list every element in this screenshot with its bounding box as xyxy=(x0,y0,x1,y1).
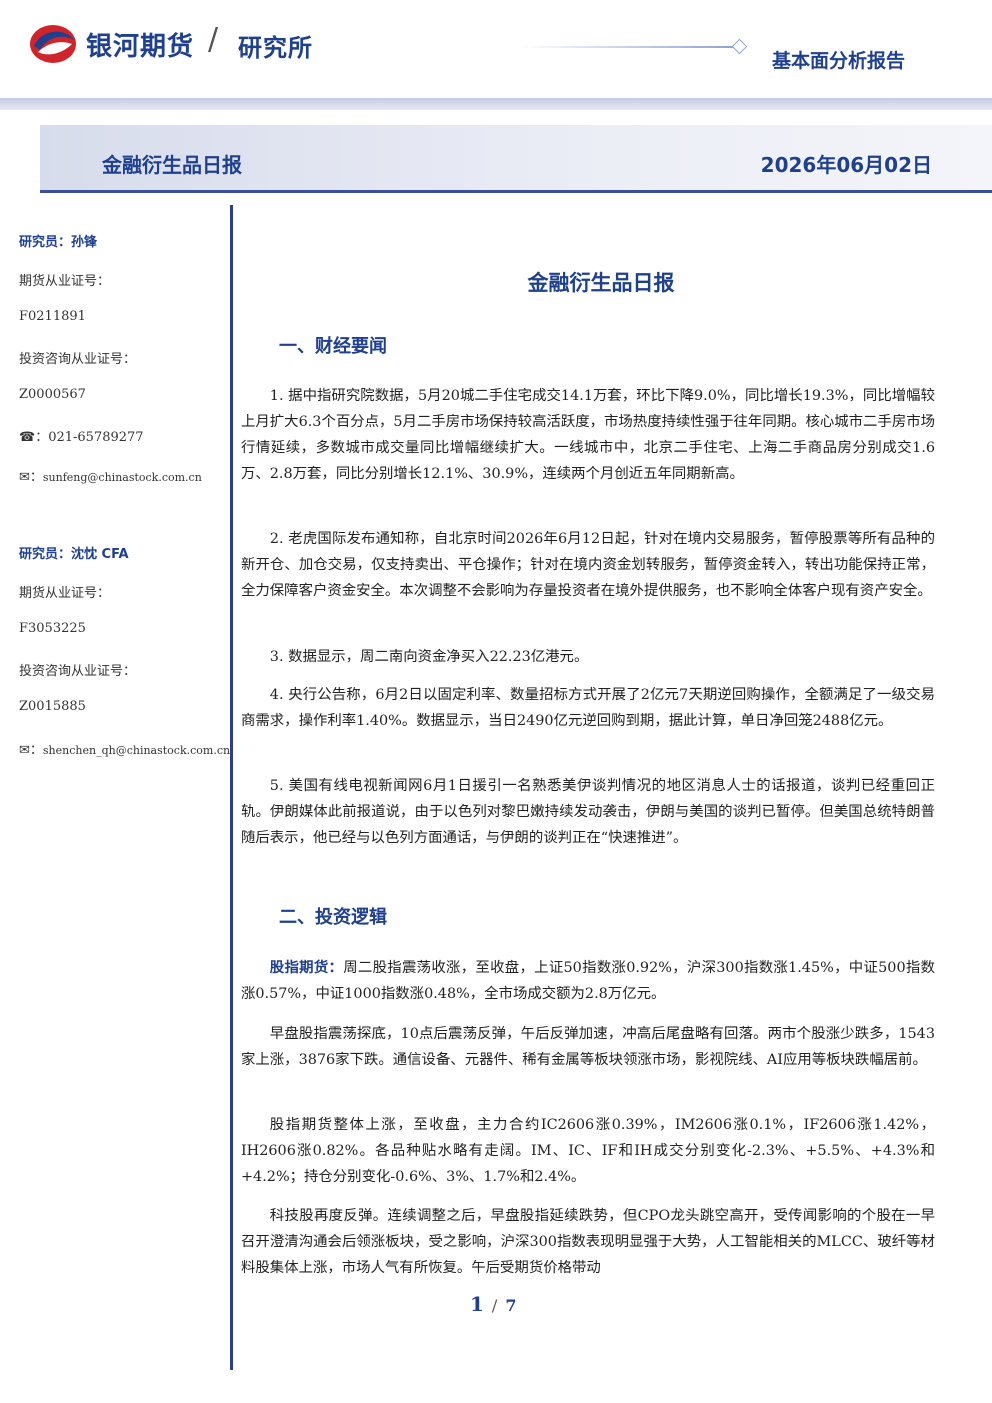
diamond-icon xyxy=(731,38,748,55)
mail-icon: ✉： xyxy=(19,470,43,485)
phone-line: ☎：021-65789277 xyxy=(19,426,144,445)
news-paragraph: 3. 数据显示，周二南向资金净买入22.23亿港元。 xyxy=(269,649,589,665)
advisory-cert-number: Z0015885 xyxy=(19,699,86,714)
advisory-cert-label: 投资咨询从业证号： xyxy=(19,664,137,679)
futures-cert-number: F0211891 xyxy=(19,309,86,324)
report-date: 2026年06月02日 xyxy=(760,153,932,177)
logic-paragraph: 股指期货：周二股指震荡收涨，至收盘，上证50指数涨0.92%，沪深300指数涨1… xyxy=(241,955,935,1007)
logic-paragraph: 股指期货整体上涨，至收盘，主力合约IC2606涨0.39%，IM2606涨0.1… xyxy=(241,1117,935,1185)
researcher-sidebar: 研究员：孙锋 期货从业证号： F0211891 投资咨询从业证号： Z00005… xyxy=(0,205,230,1365)
futures-cert-number: F3053225 xyxy=(19,621,86,636)
news-paragraph: 2. 老虎国际发布通知称，自北京时间2026年6月12日起，针对在境内交易服务，… xyxy=(241,531,935,599)
email-line: ✉：shenchen_qh@chinastock.com.cn xyxy=(19,739,230,758)
brand-subtitle: 研究所 xyxy=(238,34,313,62)
logic-paragraph: 早盘股指震荡探底，10点后震荡反弹，午后反弹加速，冲高后尾盘略有回落。两市个股涨… xyxy=(241,1026,935,1068)
futures-cert-label: 期货从业证号： xyxy=(19,586,111,601)
report-title: 金融衍生品日报 xyxy=(102,153,242,177)
document-title: 金融衍生品日报 xyxy=(527,271,675,295)
advisory-cert-number: Z0000567 xyxy=(19,387,86,402)
phone-icon: ☎： xyxy=(19,430,49,445)
logic-paragraph: 科技股再度反弹。连续调整之后，早盘股指延续跌势，但CPO龙头跳空高开，受传闻影响… xyxy=(241,1208,935,1276)
mail-icon: ✉： xyxy=(19,743,43,758)
news-paragraph: 1. 据中指研究院数据，5月20城二手住宅成交14.1万套，环比下降9.0%，同… xyxy=(241,388,936,482)
total-pages: 7 xyxy=(505,1296,517,1315)
section-heading: 一、财经要闻 xyxy=(279,336,387,357)
paragraph-lead: 股指期货： xyxy=(269,960,344,976)
title-bar: 金融衍生品日报 2026年06月02日 xyxy=(40,125,992,193)
researcher-name: 研究员：沈忱 CFA xyxy=(19,547,129,562)
galaxy-logo-icon xyxy=(30,25,76,63)
email-line: ✉：sunfeng@chinastock.com.cn xyxy=(19,466,202,485)
news-paragraph: 5. 美国有线电视新闻网6月1日援引一名熟悉美伊谈判情况的地区消息人士的话报道，… xyxy=(241,778,935,846)
page-separator: / xyxy=(491,1296,498,1315)
email-address[interactable]: sunfeng@chinastock.com.cn xyxy=(42,471,202,484)
brand-name: 银河期货 xyxy=(86,32,195,62)
advisory-cert-label: 投资咨询从业证号： xyxy=(19,352,137,367)
section-heading: 二、投资逻辑 xyxy=(279,907,387,928)
page-header: 银河期货 / 研究所 基本面分析报告 xyxy=(0,0,992,100)
futures-cert-label: 期货从业证号： xyxy=(19,274,111,289)
column-divider xyxy=(230,205,233,1370)
researcher-name: 研究员：孙锋 xyxy=(19,235,98,250)
phone-number: 021-65789277 xyxy=(48,430,144,445)
current-page: 1 xyxy=(470,1292,484,1316)
brand-divider: / xyxy=(208,22,219,57)
paragraph-text: 周二股指震荡收涨，至收盘，上证50指数涨0.92%，沪深300指数涨1.45%，… xyxy=(241,960,935,1002)
page-number: 1 / 7 xyxy=(470,1292,516,1316)
header-rule xyxy=(520,46,734,48)
report-type: 基本面分析报告 xyxy=(772,50,906,72)
news-paragraph: 4. 央行公告称，6月2日以固定利率、数量招标方式开展了2亿元7天期逆回购操作，… xyxy=(241,687,935,729)
header-band xyxy=(0,98,992,110)
email-address[interactable]: shenchen_qh@chinastock.com.cn xyxy=(42,744,231,757)
